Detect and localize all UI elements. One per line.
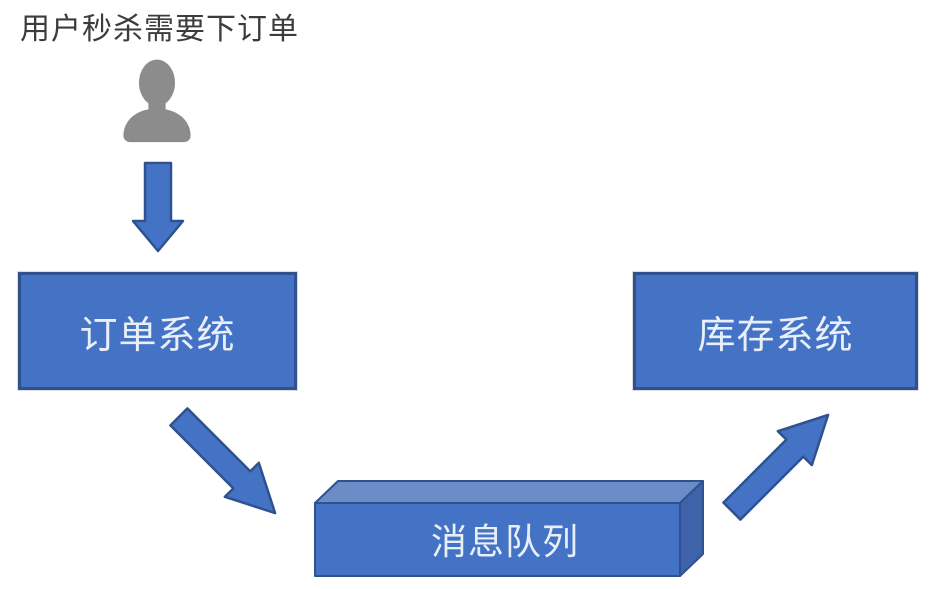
node-order-system: 订单系统 bbox=[18, 272, 297, 390]
diagram-title: 用户秒杀需要下订单 bbox=[20, 13, 299, 46]
node-inventory-system: 库存系统 bbox=[633, 272, 918, 390]
node-message-queue-label: 消息队列 bbox=[430, 520, 579, 562]
node-message-queue bbox=[314, 480, 704, 577]
node-inventory-system-label: 库存系统 bbox=[697, 314, 854, 357]
arrow-order-system-to-message-queue-icon bbox=[169, 407, 277, 515]
person-icon bbox=[123, 59, 191, 143]
arrow-user-to-order-system-icon bbox=[131, 161, 185, 253]
arrow-message-queue-to-inventory-system-icon bbox=[722, 413, 830, 521]
cuboid-front-face bbox=[314, 502, 681, 577]
cuboid-top-face bbox=[314, 480, 704, 504]
node-order-system-label: 订单系统 bbox=[79, 314, 236, 357]
